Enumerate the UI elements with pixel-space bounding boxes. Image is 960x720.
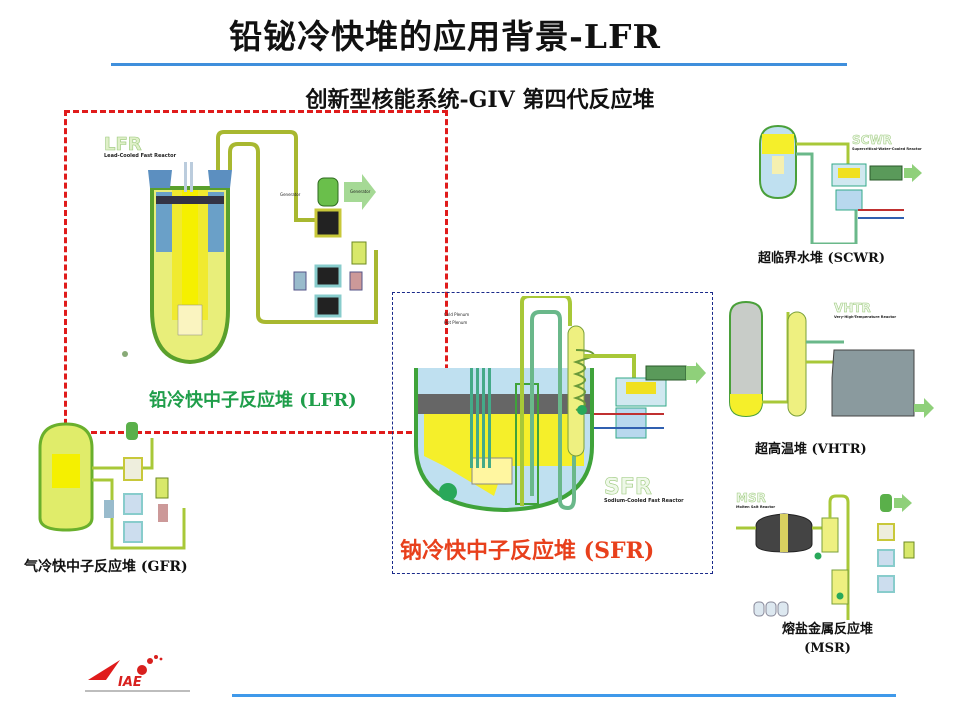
msr-caption-line2: (MSR) — [804, 641, 851, 656]
sfr-label-hot-plenum: Hot Plenum — [444, 320, 467, 325]
msr-diagram: MSR Molten Salt Reactor — [736, 491, 915, 620]
iae-logo: IAE — [88, 655, 163, 690]
vhtr-diagram-title: Very-High-Temperature Reactor — [834, 315, 896, 319]
lfr-label-electrical-power: Generator — [350, 189, 371, 194]
lfr-label-generator: Generator — [280, 192, 301, 197]
scwr-caption: 超临界水堆 (SCWR) — [758, 251, 885, 266]
lfr-caption: 铅冷快中子反应堆 (LFR) — [149, 390, 357, 411]
sfr-label-cold-plenum: Cold Plenum — [444, 312, 469, 317]
sfr-diagram: SFR Sodium-Cooled Fast Reactor Cold Plen… — [414, 296, 706, 513]
logo-sail-icon — [88, 660, 120, 680]
gfr-caption: 气冷快中子反应堆 (GFR) — [24, 559, 188, 575]
scwr-diagram: SCWR Supercritical-Water-Cooled Reactor — [759, 124, 922, 244]
vhtr-diagram-logo: VHTR — [834, 301, 871, 315]
sfr-caption: 钠冷快中子反应堆 (SFR) — [400, 538, 655, 564]
vhtr-diagram: VHTR Very-High-Temperature Reactor — [729, 301, 934, 418]
title-divider — [111, 63, 847, 66]
logo-dot-icon — [137, 665, 147, 675]
scwr-diagram-logo: SCWR — [852, 133, 892, 147]
logo-underline — [85, 690, 190, 692]
logo-text: IAE — [118, 675, 142, 690]
sfr-highlight-box — [392, 292, 713, 574]
msr-diagram-title: Molten Salt Reactor — [736, 505, 775, 509]
footer-divider — [232, 694, 896, 697]
msr-caption-line1: 熔盐金属反应堆 — [782, 622, 874, 637]
sfr-diagram-logo: SFR — [604, 475, 652, 500]
slide-subtitle: 创新型核能系统-GIV 第四代反应堆 — [305, 87, 655, 113]
slide-title: 铅铋冷快堆的应用背景-LFR — [229, 17, 661, 56]
scwr-diagram-title: Supercritical-Water-Cooled Reactor — [852, 147, 922, 151]
lfr-diagram-logo: LFR — [104, 134, 142, 155]
vhtr-caption: 超高温堆 (VHTR) — [755, 442, 867, 457]
lfr-highlight-box — [64, 110, 448, 434]
lfr-diagram: LFR Lead-Cooled Fast Reactor Generator G… — [104, 130, 378, 365]
msr-diagram-logo: MSR — [736, 491, 766, 505]
lfr-diagram-title: Lead-Cooled Fast Reactor — [104, 153, 177, 159]
sfr-diagram-title: Sodium-Cooled Fast Reactor — [604, 498, 684, 504]
msr-caption: 熔盐金属反应堆 (MSR) — [782, 620, 873, 658]
gfr-diagram — [38, 422, 186, 550]
